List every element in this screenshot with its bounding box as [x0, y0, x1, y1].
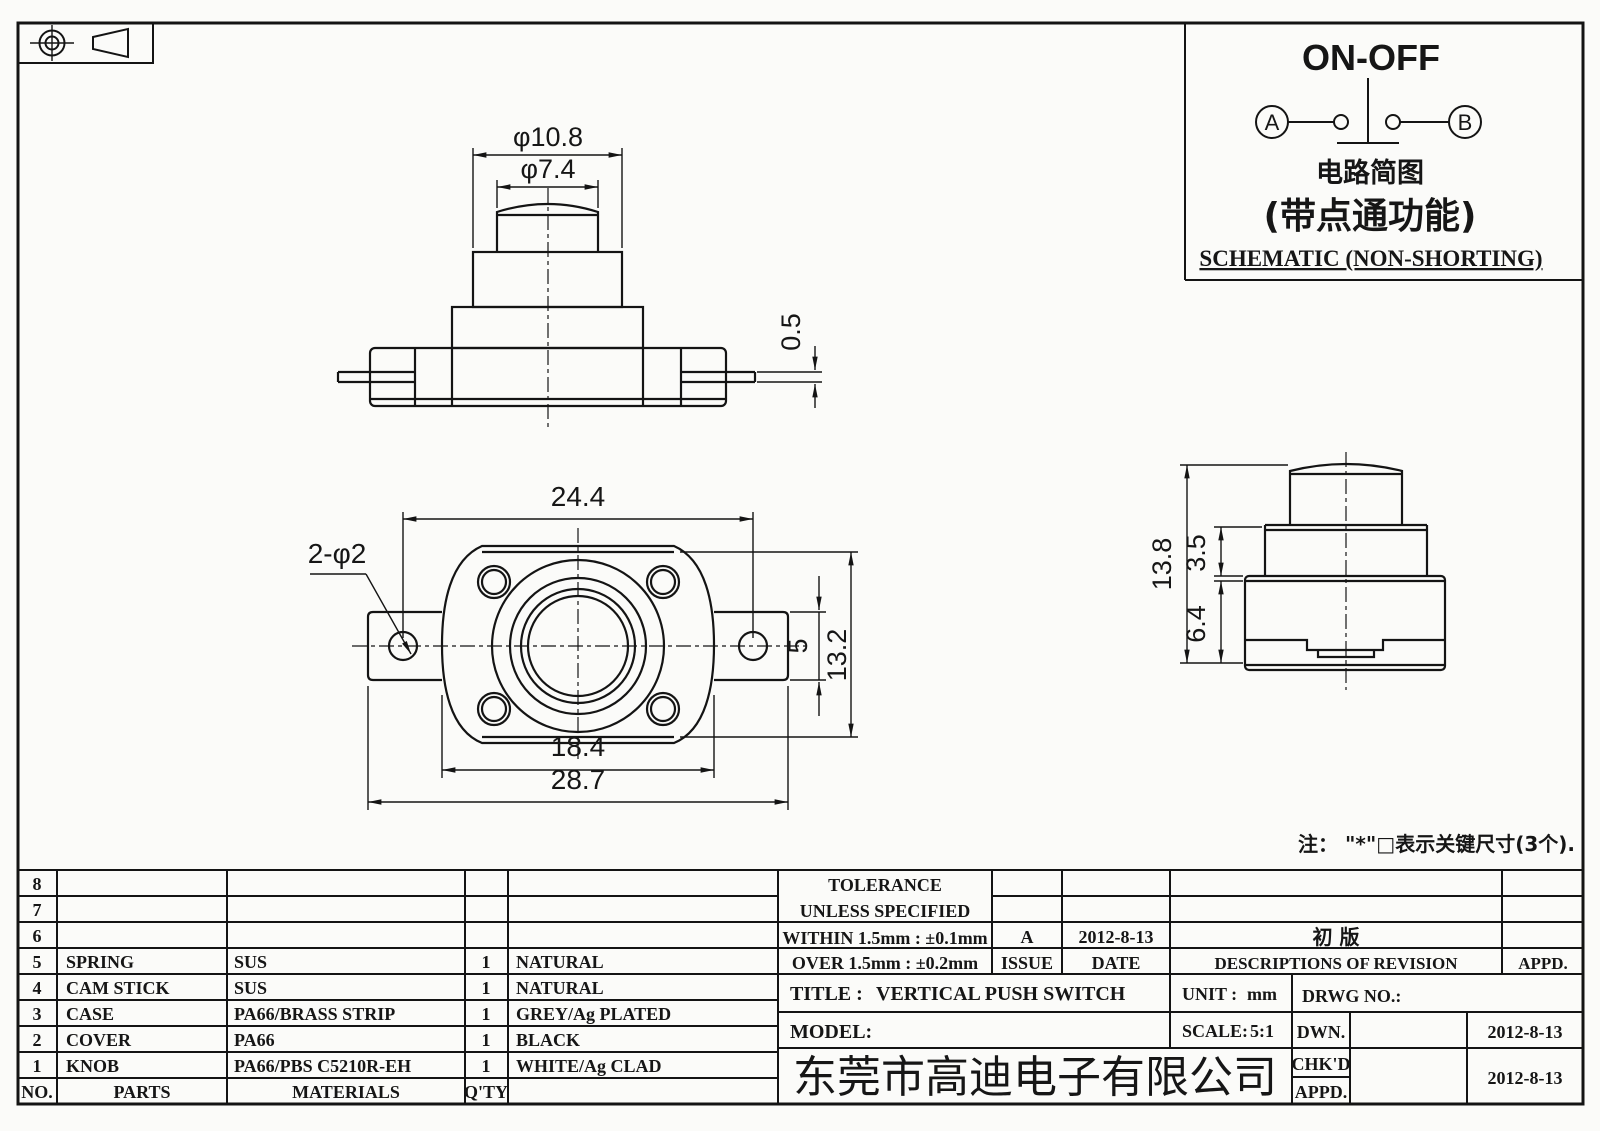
parts-table: 8 7 6 5 SPRING SUS 1 NATURAL 4 CAM STICK…	[21, 874, 671, 1102]
part-row-no: 4	[33, 978, 42, 998]
revision-date-value: 2012-8-13	[1079, 927, 1154, 947]
model-label: MODEL:	[790, 1021, 872, 1043]
drwg-label: DRWG NO.:	[1302, 986, 1401, 1006]
dim-overall-width: 28.7	[551, 764, 606, 795]
part-row-no: 8	[33, 874, 42, 894]
part-color: WHITE/Ag CLAD	[516, 1056, 662, 1076]
part-name: COVER	[66, 1030, 132, 1050]
front-left-pin	[336, 370, 415, 384]
schematic-box: ON-OFF A B 电路简图 (带点通功能) SCHEMATIC (NON-S…	[1184, 23, 1583, 281]
part-row-no: 1	[33, 1056, 42, 1076]
part-material: PA66	[234, 1030, 275, 1050]
projection-target-icon	[30, 25, 74, 61]
key-dimension-note: 注： "*"□表示关键尺寸(3个).	[1298, 832, 1575, 856]
side-view	[1243, 452, 1447, 690]
part-qty: 1	[482, 1030, 491, 1050]
appd-label: APPD.	[1295, 1082, 1348, 1102]
part-row-no: 6	[33, 926, 42, 946]
part-qty: 1	[482, 1004, 491, 1024]
title-label: TITLE :	[790, 983, 863, 1005]
terminal-b-icon	[1448, 105, 1482, 139]
header-qty: Q'TY	[464, 1082, 508, 1102]
schematic-title: ON-OFF	[1302, 37, 1440, 78]
part-material: PA66/PBS C5210R-EH	[234, 1056, 411, 1076]
dim-cap-dia: φ7.4	[520, 154, 575, 184]
side-dimensions: 13.8 3.5 6.4	[1147, 464, 1288, 664]
top-corner-holes	[476, 564, 681, 727]
projection-symbol-box	[17, 22, 154, 64]
front-right-pin	[681, 370, 757, 384]
dim-tab-width: 5	[783, 638, 813, 653]
title-value: VERTICAL PUSH SWITCH	[876, 983, 1126, 1005]
dim-total-height: 13.8	[1147, 538, 1177, 591]
front-view	[336, 188, 757, 428]
header-materials: MATERIALS	[292, 1082, 400, 1102]
part-material: SUS	[234, 978, 267, 998]
schematic-caption-en: SCHEMATIC (NON-SHORTING)	[1199, 246, 1542, 271]
dim-body-width: 18.4	[551, 731, 606, 762]
part-color: NATURAL	[516, 978, 604, 998]
part-color: NATURAL	[516, 952, 604, 972]
part-color: GREY/Ag PLATED	[516, 1004, 671, 1024]
part-row-no: 3	[33, 1004, 42, 1024]
top-dimensions: 24.4 2-φ2 18.4 28.7 5 13.2	[308, 481, 858, 810]
front-dimensions: φ10.8 φ7.4 0.5	[472, 122, 822, 408]
tolerance-title: TOLERANCE	[828, 875, 942, 895]
contact-left-icon	[1333, 114, 1349, 130]
unit-label: UNIT :	[1182, 984, 1237, 1004]
part-color: BLACK	[516, 1030, 580, 1050]
dim-hole-pitch: 24.4	[551, 481, 606, 512]
dim-hole-callout: 2-φ2	[308, 538, 367, 569]
revision-header: DESCRIPTIONS OF REVISION	[1214, 954, 1458, 973]
part-row-no: 7	[33, 900, 42, 920]
revision-appd-header: APPD.	[1518, 954, 1568, 973]
revision-description: 初 版	[1313, 925, 1360, 949]
header-parts: PARTS	[113, 1082, 170, 1102]
projection-cone-icon	[92, 27, 129, 59]
dwn-label: DWN.	[1297, 1022, 1346, 1042]
dim-body-height: 13.2	[822, 629, 852, 682]
company-name: 东莞市高迪电子有限公司	[793, 1052, 1277, 1103]
part-material: SUS	[234, 952, 267, 972]
issue-label: ISSUE	[1001, 953, 1053, 973]
dim-base-height: 6.4	[1181, 605, 1211, 643]
side-bottom-notch	[1245, 638, 1445, 659]
part-name: CASE	[66, 1004, 114, 1024]
unit-value: mm	[1247, 984, 1277, 1004]
circuit-diagram: A B	[1255, 78, 1482, 144]
part-row-no: 2	[33, 1030, 42, 1050]
terminal-a-label: A	[1265, 110, 1280, 135]
dim-knob-outer-dia: φ10.8	[513, 122, 583, 152]
part-material: PA66/BRASS STRIP	[234, 1004, 395, 1024]
part-qty: 1	[482, 978, 491, 998]
contact-right-icon	[1385, 114, 1401, 130]
part-row-no: 5	[33, 952, 42, 972]
scale-value: 5:1	[1250, 1021, 1274, 1041]
terminal-b-label: B	[1458, 110, 1473, 135]
dim-collar-height: 3.5	[1181, 534, 1211, 572]
sheet-border	[16, 21, 1585, 1106]
part-qty: 1	[482, 952, 491, 972]
part-name: SPRING	[66, 952, 134, 972]
scale-label: SCALE:	[1182, 1021, 1248, 1041]
chkd-label: CHK'D	[1291, 1054, 1350, 1074]
dim-pin-offset: 0.5	[776, 313, 806, 351]
date-label: DATE	[1092, 953, 1141, 973]
chkd-date: 2012-8-13	[1488, 1068, 1563, 1088]
table-grid	[18, 869, 1583, 1104]
part-qty: 1	[482, 1056, 491, 1076]
schematic-caption-cn: 电路简图	[1316, 157, 1424, 189]
title-block: TOLERANCE UNLESS SPECIFIED WITHIN 1.5mm …	[782, 875, 1567, 1103]
tolerance-subtitle: UNLESS SPECIFIED	[800, 901, 971, 921]
issue-value: A	[1021, 927, 1034, 947]
header-no: NO.	[21, 1082, 53, 1102]
schematic-function-cn: (带点通功能)	[1264, 196, 1477, 237]
tolerance-over: OVER 1.5mm : ±0.2mm	[792, 953, 978, 973]
top-view	[352, 528, 806, 762]
dwn-date: 2012-8-13	[1488, 1022, 1563, 1042]
tolerance-within: WITHIN 1.5mm : ±0.1mm	[782, 928, 987, 948]
part-name: KNOB	[66, 1056, 119, 1076]
part-name: CAM STICK	[66, 978, 170, 998]
